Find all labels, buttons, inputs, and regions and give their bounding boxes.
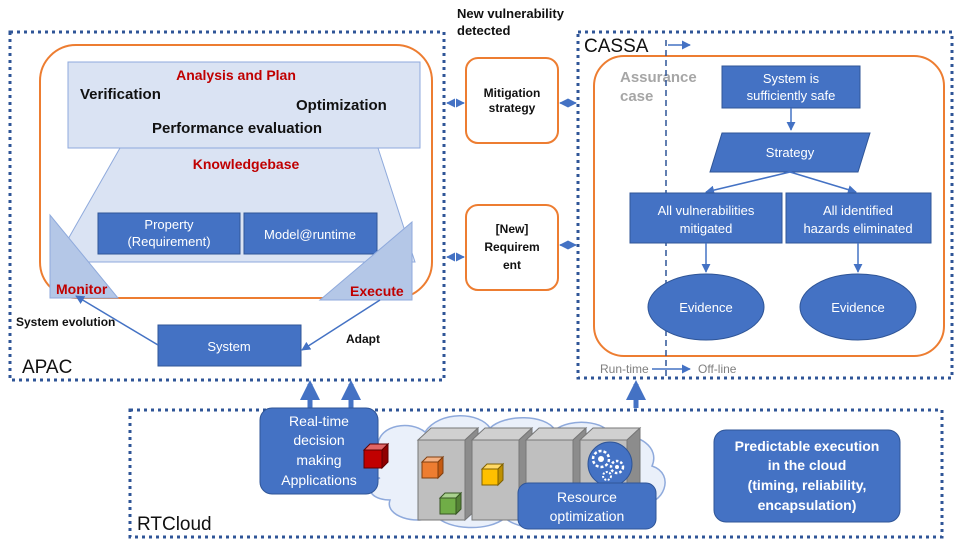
haz-line1: All identified bbox=[823, 203, 893, 218]
knowledgebase-label: Knowledgebase bbox=[193, 156, 300, 172]
assurance-label-line2: case bbox=[620, 88, 653, 105]
vuln-line1: All vulnerabilities bbox=[658, 203, 755, 218]
realtime-line2: decision bbox=[293, 432, 344, 448]
adapt-label: Adapt bbox=[346, 332, 380, 346]
model-runtime-box bbox=[243, 212, 378, 255]
hazards-eliminated-box bbox=[785, 192, 932, 244]
mitigation-label-line2: strategy bbox=[489, 101, 536, 115]
evidence-label-1: Evidence bbox=[679, 300, 732, 315]
realtime-line4: Applications bbox=[281, 472, 357, 488]
mitigation-label-line1: Mitigation bbox=[484, 86, 541, 100]
pred-line1: Predictable execution bbox=[735, 438, 880, 454]
property-label-line1: Property bbox=[144, 217, 194, 232]
property-label-line2: (Requirement) bbox=[127, 234, 210, 249]
analysis-title: Analysis and Plan bbox=[176, 67, 296, 83]
pred-line2: in the cloud bbox=[768, 457, 847, 473]
assurance-label-line1: Assurance bbox=[620, 69, 697, 86]
mitigation-strategy-box bbox=[465, 57, 559, 144]
strategy-vuln-arrow bbox=[705, 171, 791, 195]
system-box bbox=[157, 324, 302, 367]
rtcloud-label: RTCloud bbox=[137, 514, 212, 535]
cube-red bbox=[362, 442, 390, 470]
system-safe-line2: sufficiently safe bbox=[747, 88, 836, 103]
requirement-label-line3: ent bbox=[503, 258, 521, 272]
system-evolution-label: System evolution bbox=[16, 315, 115, 329]
cube-yellow bbox=[480, 462, 505, 487]
realtime-line3: making bbox=[296, 452, 341, 468]
gears-icon bbox=[587, 441, 633, 487]
strategy-shape bbox=[709, 132, 871, 173]
apac-label: APAC bbox=[22, 357, 72, 378]
optimization-label: Optimization bbox=[296, 97, 387, 114]
strategy-label: Strategy bbox=[766, 145, 815, 160]
realtime-line1: Real-time bbox=[289, 413, 349, 429]
predictable-execution-box bbox=[713, 429, 901, 523]
offline-label: Off-line bbox=[698, 362, 737, 376]
pred-line4: encapsulation) bbox=[758, 497, 857, 513]
new-requirement-box bbox=[465, 204, 559, 291]
adapt-arrow bbox=[301, 299, 381, 351]
model-runtime-label: Model@runtime bbox=[264, 227, 356, 242]
performance-label: Performance evaluation bbox=[152, 120, 322, 137]
property-box bbox=[97, 212, 241, 255]
rtcloud-boundary bbox=[128, 408, 944, 539]
vuln-line2: mitigated bbox=[680, 221, 733, 236]
monitor-label: Monitor bbox=[56, 281, 108, 297]
requirement-label-line2: Requirem bbox=[484, 240, 539, 254]
strategy-hazard-arrow bbox=[789, 171, 857, 194]
apac-boundary bbox=[8, 30, 446, 382]
verification-label: Verification bbox=[80, 86, 161, 103]
haz-line2: hazards eliminated bbox=[803, 221, 912, 236]
analysis-panel bbox=[67, 61, 421, 149]
evidence-ellipse-2 bbox=[799, 273, 917, 341]
pred-line3: (timing, reliability, bbox=[748, 477, 867, 493]
runtime-label: Run-time bbox=[600, 362, 649, 376]
execute-triangle bbox=[318, 220, 413, 301]
evidence-label-2: Evidence bbox=[831, 300, 884, 315]
apac-control-loop-box bbox=[39, 44, 433, 299]
system-evolution-arrow bbox=[75, 295, 159, 346]
resource-optimization-box bbox=[517, 482, 657, 530]
resource-line1: Resource bbox=[557, 489, 617, 505]
cube-green bbox=[438, 491, 463, 516]
system-label: System bbox=[207, 339, 250, 354]
new-vulnerability-line1: New vulnerability bbox=[457, 6, 565, 21]
execute-label: Execute bbox=[350, 283, 404, 299]
vulnerabilities-mitigated-box bbox=[629, 192, 783, 244]
requirement-label-line1: [New] bbox=[496, 222, 529, 236]
system-safe-line1: System is bbox=[763, 71, 820, 86]
assurance-case-box bbox=[593, 55, 945, 357]
evidence-ellipse-1 bbox=[647, 273, 765, 341]
cube-orange bbox=[420, 455, 445, 480]
cassa-label: CASSA bbox=[584, 36, 649, 57]
new-vulnerability-line2: detected bbox=[457, 23, 511, 38]
cassa-boundary bbox=[576, 30, 954, 380]
resource-line2: optimization bbox=[550, 508, 625, 524]
